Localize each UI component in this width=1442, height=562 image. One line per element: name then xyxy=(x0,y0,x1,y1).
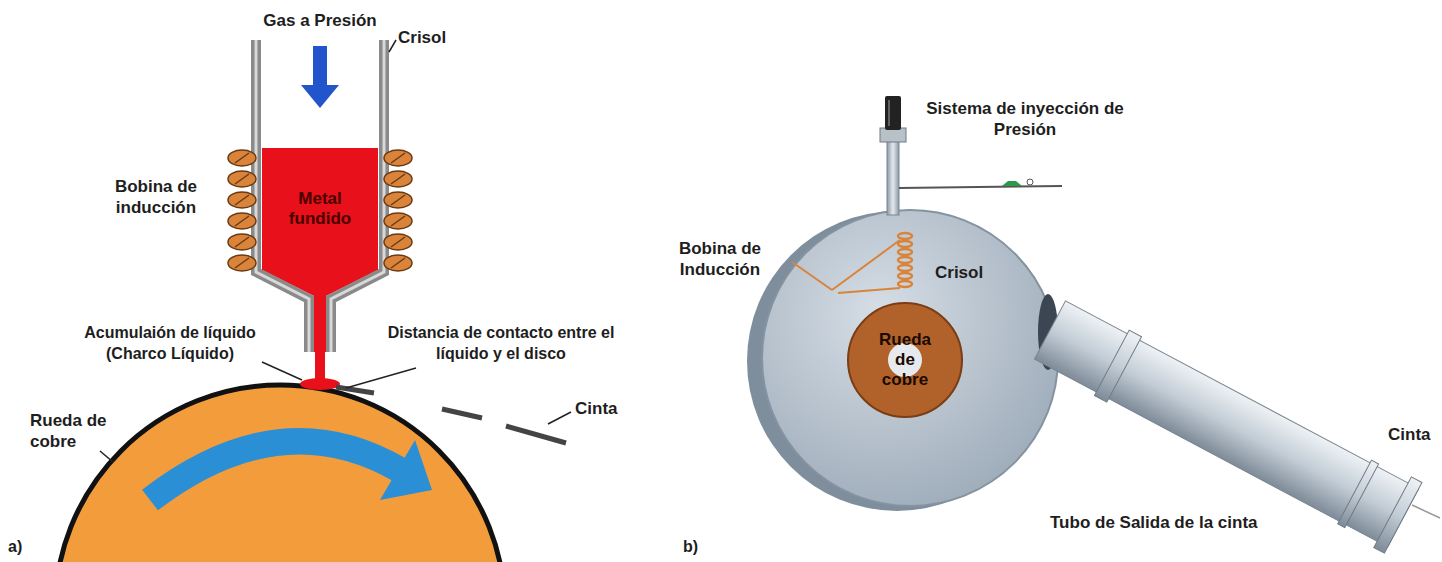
coil-lead xyxy=(792,240,900,293)
part-label: Sistema de inyección de Presión xyxy=(920,98,1130,140)
wheel-disk xyxy=(848,303,962,417)
coil-stripe xyxy=(235,174,249,184)
melt-stream xyxy=(315,350,325,382)
coil-turn xyxy=(384,255,412,271)
coil-turn xyxy=(384,255,412,271)
part-label: Bobina de Inducción xyxy=(655,238,785,280)
induction-coil xyxy=(898,233,912,287)
injection-collar xyxy=(880,128,906,142)
coil-turn xyxy=(898,241,912,247)
coil-turn xyxy=(384,213,412,229)
coil-stripe xyxy=(235,195,249,205)
coil-stripe xyxy=(391,216,405,226)
coil-turn xyxy=(384,192,412,208)
cylinder-highlight xyxy=(888,100,890,126)
coil-turn xyxy=(228,192,256,208)
gas-arrow xyxy=(313,46,327,86)
copper-wheel xyxy=(55,385,505,562)
coil-turn xyxy=(898,233,912,239)
gas-line xyxy=(899,186,1062,188)
coil-stripe xyxy=(391,258,405,268)
rotation-arrowhead xyxy=(380,440,432,500)
gas-arrowhead xyxy=(301,85,339,108)
coil-turn xyxy=(228,234,256,250)
coil-stripe xyxy=(391,195,405,205)
coil-turn xyxy=(228,192,256,208)
coil-turn xyxy=(384,192,412,208)
coil-turn xyxy=(228,213,256,229)
part-label: Crisol xyxy=(935,262,1005,283)
part-label: Rueda de cobre xyxy=(30,410,122,452)
coil-turn xyxy=(228,171,256,187)
coil-stripe xyxy=(235,216,249,226)
part-label: Distancia de contacto entre el líquido y… xyxy=(385,322,617,364)
molten-metal-region: Metal fundido xyxy=(262,148,378,270)
coil-turn xyxy=(228,255,256,271)
rotation-arrow xyxy=(150,441,400,500)
chamber-face xyxy=(762,210,1058,506)
coil-stripe xyxy=(235,237,249,247)
valve-knob xyxy=(1027,179,1033,185)
panel-label: b) xyxy=(683,536,723,557)
exit-tube xyxy=(1031,295,1422,553)
coil-turn xyxy=(384,171,412,187)
coil-turn xyxy=(228,150,256,166)
molten-metal xyxy=(262,148,378,352)
coil-turn xyxy=(228,213,256,229)
coil-stripe xyxy=(235,258,249,268)
ribbon xyxy=(336,387,566,443)
valve xyxy=(1002,181,1022,186)
coil-turn xyxy=(228,150,256,166)
coil-turn xyxy=(898,249,912,255)
part-label: Acumulaión de líquido (Charco Líquido) xyxy=(70,322,270,364)
node-text: Metal fundido xyxy=(275,189,365,229)
leader-line xyxy=(100,40,571,462)
coil-turn xyxy=(384,213,412,229)
coil-stripe xyxy=(235,153,249,163)
coil-stripe xyxy=(391,237,405,247)
coil-turn xyxy=(384,234,412,250)
coil-turn xyxy=(228,234,256,250)
coil-stripe xyxy=(391,153,405,163)
coil-turn xyxy=(384,234,412,250)
injection-cylinder xyxy=(885,96,901,130)
part-label: Cinta xyxy=(1388,424,1438,445)
coil-turn xyxy=(384,150,412,166)
coil-stripe xyxy=(391,174,405,184)
node-text: Rueda de cobre xyxy=(876,330,934,390)
coil-turn xyxy=(384,150,412,166)
liquid-puddle xyxy=(300,378,340,390)
panel-label: a) xyxy=(8,536,48,557)
ribbon xyxy=(1412,505,1440,518)
coil-turn xyxy=(228,171,256,187)
injection-pipe xyxy=(887,140,899,215)
part-label: Cinta xyxy=(575,398,635,419)
coil-turn xyxy=(898,273,912,279)
part-label: Tubo de Salida de la cinta xyxy=(1050,512,1320,533)
coil-turn xyxy=(384,171,412,187)
part-label: Bobina de inducción xyxy=(95,176,217,218)
coil-turn xyxy=(228,255,256,271)
coil-turn xyxy=(898,265,912,271)
coil-turn xyxy=(898,257,912,263)
gas-label: Gas a Presión xyxy=(230,10,410,31)
part-label: Crisol xyxy=(398,27,468,48)
coil-turn xyxy=(898,281,912,287)
copper-wheel: Rueda de cobre xyxy=(847,302,963,418)
